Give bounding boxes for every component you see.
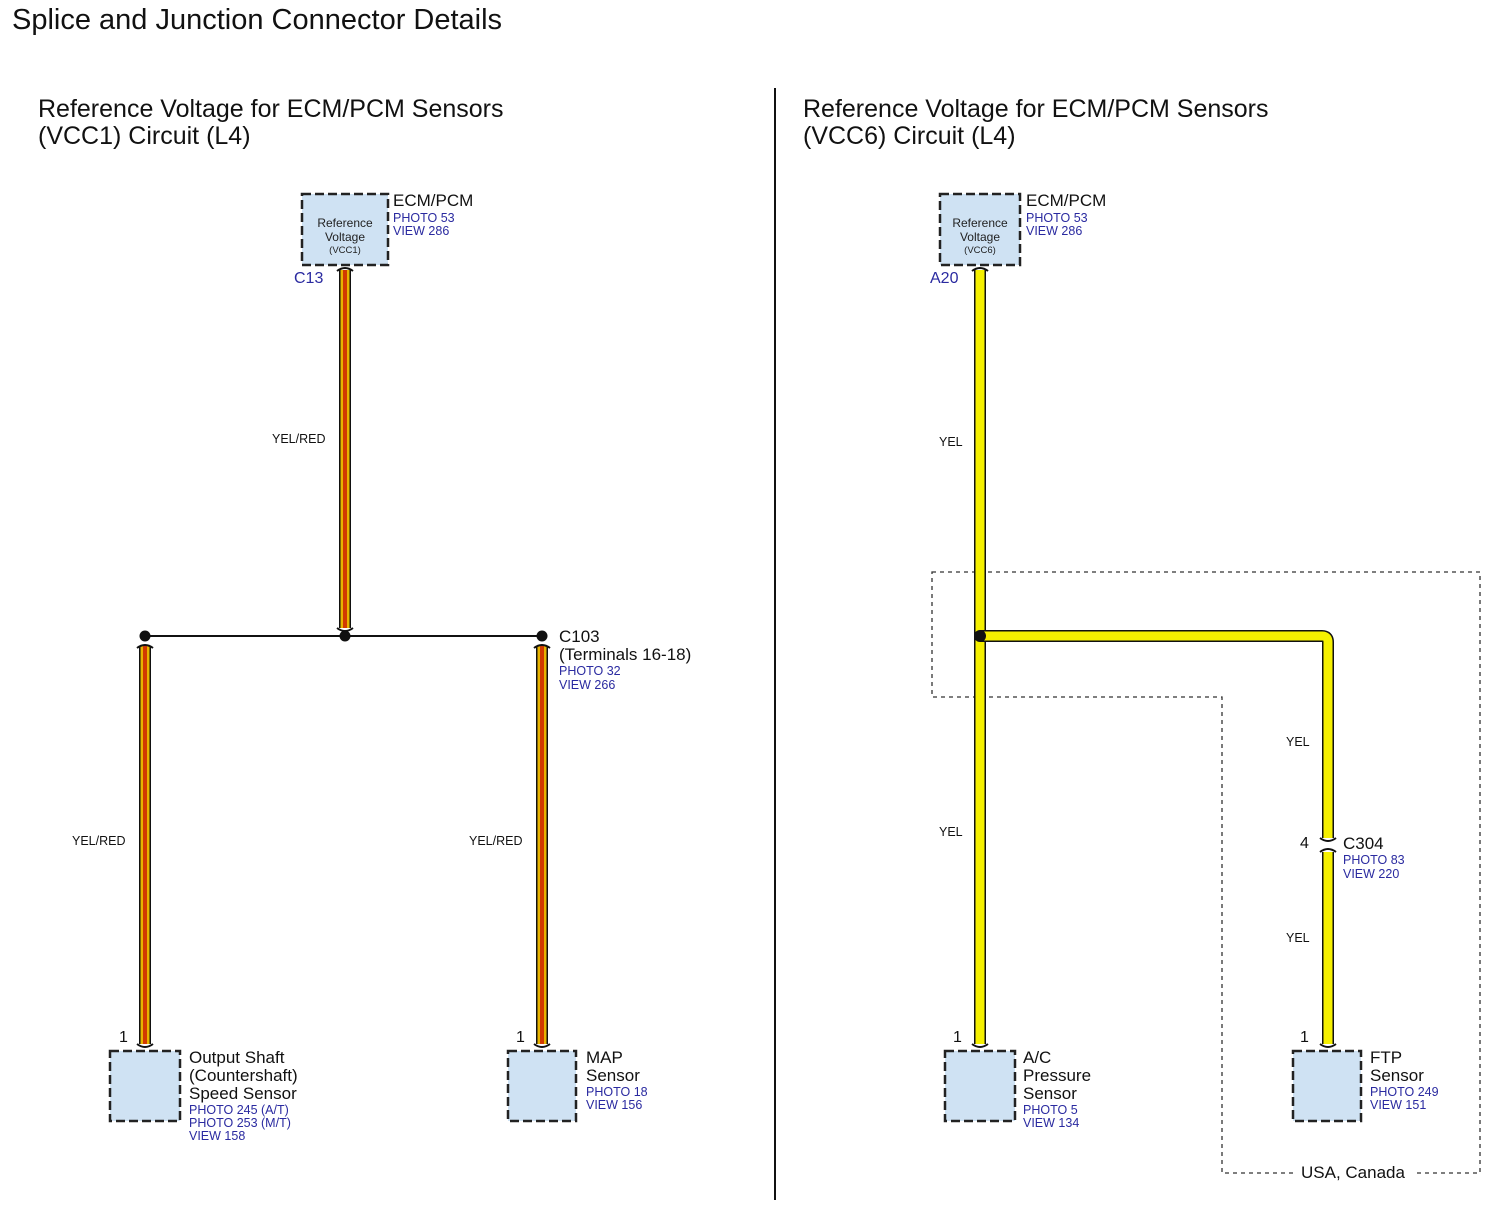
ecm-vcc1-pin: C13: [294, 270, 324, 287]
oss-sensor-box: [108, 1049, 182, 1123]
wire-label-ftp-lower: YEL: [1286, 931, 1310, 945]
wire-label-ac: YEL: [939, 825, 963, 839]
map-name-line2: Sensor: [586, 1066, 640, 1085]
oss-name-line1: Output Shaft: [189, 1048, 285, 1067]
ecm-pcm-box-vcc1: [300, 192, 390, 267]
wire-oss: [136, 644, 154, 1048]
wire-label-vcc1-top: YEL/RED: [272, 432, 326, 446]
c103-dot: [536, 630, 548, 642]
c304-pin: 4: [1300, 835, 1309, 852]
ecm-vcc1-inner-line1: Reference: [317, 216, 373, 230]
oss-view: VIEW 158: [189, 1129, 246, 1143]
c304-view: VIEW 220: [1343, 867, 1400, 881]
ecm-vcc6-inner-line2: Voltage: [959, 230, 1001, 244]
ecm-vcc1-view: VIEW 286: [393, 224, 450, 238]
ac-name-line3: Sensor: [1023, 1084, 1077, 1103]
map-photo: PHOTO 18: [586, 1085, 648, 1099]
ac-pin: 1: [953, 1029, 962, 1046]
ac-name-line2: Pressure: [1023, 1066, 1092, 1085]
ac-sensor-box: [943, 1049, 1017, 1123]
wire-map: [533, 644, 551, 1048]
c304-photo: PHOTO 83: [1343, 853, 1405, 867]
ecm-vcc1-name: ECM/PCM: [393, 191, 474, 210]
map-view: VIEW 156: [586, 1098, 643, 1112]
ecm-vcc6-photo: PHOTO 53: [1026, 211, 1088, 225]
oss-name-line3: Speed Sensor: [189, 1084, 297, 1103]
ftp-view: VIEW 151: [1370, 1098, 1427, 1112]
ecm-vcc6-inner-line1: Reference: [952, 216, 1008, 230]
c103-view: VIEW 266: [559, 678, 616, 692]
c103-photo: PHOTO 32: [559, 664, 621, 678]
ecm-vcc6-pin: A20: [930, 270, 959, 287]
wire-ftp-lower: [1319, 848, 1337, 1048]
wire-label-ftp-branch: YEL: [1286, 735, 1310, 749]
wire-label-vcc6-top: YEL: [939, 435, 963, 449]
wire-vcc6-main: [971, 267, 989, 1048]
oss-photo2: PHOTO 253 (M/T): [189, 1116, 291, 1130]
wire-label-oss: YEL/RED: [72, 834, 126, 848]
left-section-title-line1: Reference Voltage for ECM/PCM Sensors: [38, 95, 504, 123]
ftp-photo: PHOTO 249: [1370, 1085, 1439, 1099]
map-pin: 1: [516, 1029, 525, 1046]
ecm-vcc1-inner-line3: (VCC1): [329, 245, 361, 256]
splice-dot-left: [139, 630, 151, 642]
ecm-vcc1-photo: PHOTO 53: [393, 211, 455, 225]
ecm-vcc6-inner-line3: (VCC6): [964, 245, 996, 256]
ftp-name-line2: Sensor: [1370, 1066, 1424, 1085]
oss-photo1: PHOTO 245 (A/T): [189, 1103, 289, 1117]
c103-desc: (Terminals 16-18): [559, 645, 692, 664]
usa-canada-region: [931, 571, 1481, 1174]
ecm-vcc1-inner-line2: Voltage: [324, 230, 366, 244]
page-title: Splice and Junction Connector Details: [12, 4, 503, 36]
ecm-vcc6-inner: Reference Voltage (VCC6): [940, 216, 1020, 258]
ecm-pcm-box-vcc6: [938, 192, 1022, 267]
right-section-title-line1: Reference Voltage for ECM/PCM Sensors: [803, 95, 1269, 123]
ac-view: VIEW 134: [1023, 1116, 1080, 1130]
wire-vcc1-main: [336, 267, 354, 632]
right-section-title-line2: (VCC6) Circuit (L4): [803, 122, 1016, 150]
ecm-vcc6-name: ECM/PCM: [1026, 191, 1107, 210]
wire-ftp-branch: [980, 630, 1337, 842]
ftp-pin: 1: [1300, 1029, 1309, 1046]
c103-name: C103: [559, 627, 600, 646]
map-sensor-box: [506, 1049, 578, 1123]
map-name-line1: MAP: [586, 1048, 623, 1067]
splice-dot-center: [339, 630, 351, 642]
ac-name-line1: A/C: [1023, 1048, 1052, 1067]
ecm-vcc1-inner: Reference Voltage (VCC1): [302, 216, 388, 258]
ac-photo: PHOTO 5: [1023, 1103, 1078, 1117]
ftp-sensor-box: [1291, 1049, 1363, 1123]
c304-name: C304: [1343, 834, 1384, 853]
vcc6-splice-dot: [974, 630, 986, 642]
wire-label-map: YEL/RED: [469, 834, 523, 848]
oss-pin: 1: [119, 1029, 128, 1046]
oss-name-line2: (Countershaft): [189, 1066, 298, 1085]
ftp-name-line1: FTP: [1370, 1048, 1403, 1067]
region-label: USA, Canada: [1301, 1163, 1405, 1182]
left-section-title-line2: (VCC1) Circuit (L4): [38, 122, 251, 150]
ecm-vcc6-view: VIEW 286: [1026, 224, 1083, 238]
